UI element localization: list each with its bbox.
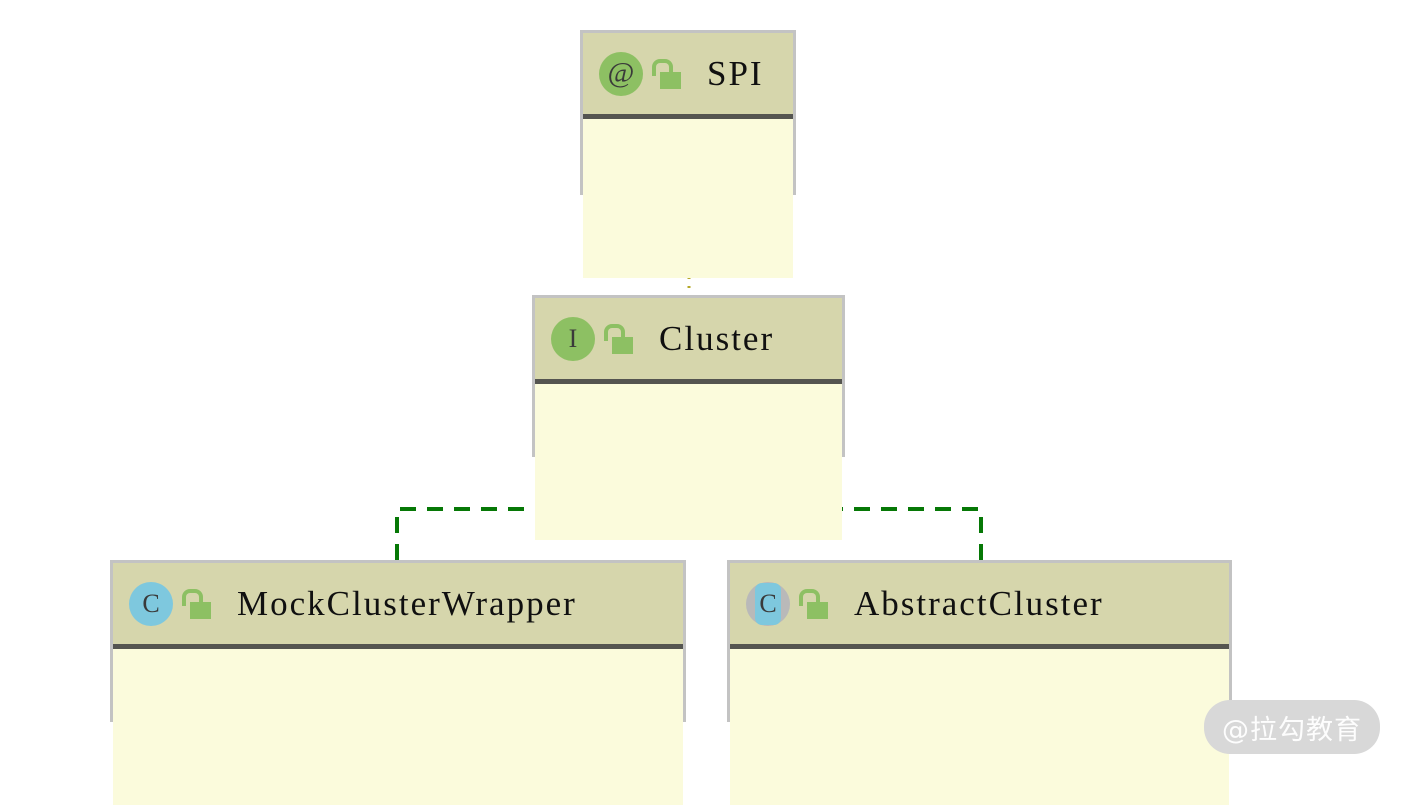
unlock-icon-body — [807, 601, 828, 619]
uml-node-mock-cluster-wrapper-header: C MockClusterWrapper — [113, 563, 683, 649]
uml-node-abstract-cluster-title: AbstractCluster — [854, 584, 1104, 623]
uml-node-spi-header: @ SPI — [583, 33, 793, 119]
uml-node-cluster-members — [535, 384, 842, 540]
annotation-icon-disc — [599, 51, 643, 96]
uml-node-spi-members — [583, 119, 793, 278]
uml-node-abstract-cluster-header: C AbstractCluster — [730, 563, 1229, 649]
class-icon: C — [129, 581, 173, 626]
interface-icon-glyph: I — [568, 323, 578, 353]
annotation-icon-glyph: @ — [607, 57, 635, 89]
unlock-icon-shackle — [799, 588, 820, 606]
uml-node-abstract-cluster-members — [730, 649, 1229, 805]
unlock-icon-shackle — [604, 323, 625, 341]
unlock-icon-body — [660, 71, 681, 89]
interface-icon-disc — [551, 316, 595, 361]
abstract-class-icon-plate — [755, 582, 781, 625]
abstract-class-icon: C — [746, 581, 790, 626]
interface-icon: I — [551, 316, 595, 361]
uml-node-mock-cluster-wrapper-title: MockClusterWrapper — [237, 584, 577, 623]
uml-node-spi[interactable]: @ SPI — [580, 30, 796, 278]
unlock-icon — [603, 322, 633, 356]
unlock-icon-body — [190, 601, 211, 619]
unlock-icon — [181, 587, 211, 621]
uml-node-cluster-header: I Cluster — [535, 298, 842, 384]
uml-node-mock-cluster-wrapper-members — [113, 649, 683, 805]
uml-node-abstract-cluster[interactable]: C AbstractCluster — [727, 560, 1232, 805]
annotation-icon: @ — [599, 51, 643, 96]
unlock-icon — [651, 57, 681, 91]
watermark-text: @拉勾教育 — [1222, 714, 1362, 746]
unlock-icon-shackle — [182, 588, 203, 606]
uml-node-mock-cluster-wrapper[interactable]: C MockClusterWrapper — [110, 560, 686, 805]
unlock-icon — [798, 587, 828, 621]
class-icon-glyph: C — [142, 588, 160, 618]
uml-node-spi-title: SPI — [707, 54, 764, 93]
watermark: @拉勾教育 — [1204, 700, 1380, 754]
unlock-icon-shackle — [652, 58, 673, 76]
abstract-class-icon-glyph: C — [759, 588, 777, 618]
class-icon-disc — [129, 581, 173, 626]
unlock-icon-body — [612, 336, 633, 354]
uml-node-cluster[interactable]: I Cluster — [532, 295, 845, 540]
uml-node-cluster-title: Cluster — [659, 319, 775, 358]
uml-diagram-canvas: @ SPI I Cluster — [110, 30, 1380, 805]
